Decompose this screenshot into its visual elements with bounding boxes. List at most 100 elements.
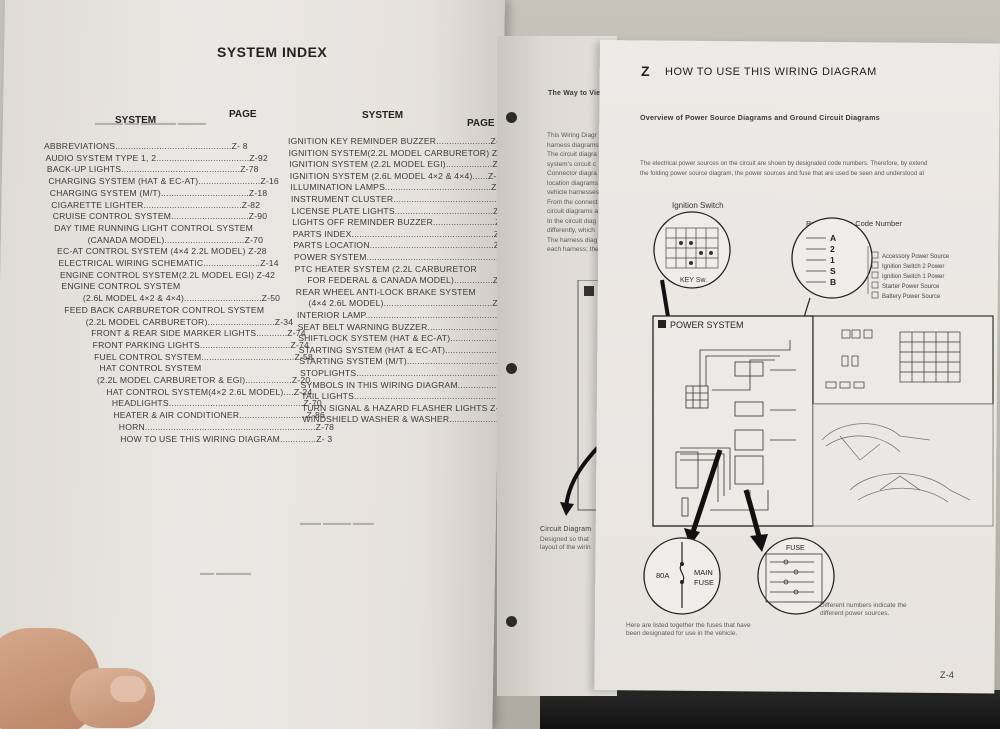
- index-entry: AUDIO SYSTEM TYPE 1, 2..................…: [45, 152, 268, 163]
- index-entry: ABBREVIATIONS...........................…: [44, 141, 248, 151]
- circuit-caption-line: layout of the wirin: [540, 544, 591, 551]
- left-page-content: SYSTEM INDEX SYSTEM PAGE SYSTEM PAGE ABB…: [44, 44, 533, 577]
- index-entry: TURN SIGNAL & HAZARD FLASHER LIGHTS Z-78: [301, 402, 509, 413]
- binding-hole: [506, 616, 517, 627]
- diff-note-line: different power sources.: [820, 610, 890, 617]
- power-system-box: [652, 315, 814, 527]
- index-entry: SEAT BELT WARNING BUZZER................…: [297, 321, 524, 332]
- index-entry: BACK-UP LIGHTS..........................…: [46, 164, 259, 175]
- bleed-through-text: ▬▬▬ ▬▬▬▬ ▬▬▬: [300, 520, 374, 527]
- ignition-switch-label: Ignition Switch: [672, 201, 724, 210]
- index-entry: HAT CONTROL SYSTEM: [99, 363, 202, 374]
- index-entry: (2.2L MODEL CARBURETOR & EGI)...........…: [97, 375, 311, 385]
- power-system-label: POWER SYSTEM: [670, 320, 744, 330]
- index-entry: FRONT PARKING LIGHTS....................…: [92, 339, 309, 350]
- index-entry: ILLUMINATION LAMPS......................…: [290, 182, 510, 193]
- main-fuse-circle: [643, 537, 721, 615]
- middle-text-line: From the connect: [547, 198, 598, 206]
- col2-header-system: SYSTEM: [362, 110, 404, 121]
- middle-text-line: The circuit diagra: [547, 151, 597, 158]
- power-source-code: B: [830, 277, 836, 287]
- power-source-code: A: [830, 233, 836, 243]
- index-entry: HEATER & AIR CONDITIONER................…: [113, 410, 326, 421]
- middle-text-line: circuit diagrams a: [547, 208, 598, 215]
- index-entry: DAY TIME RUNNING LIGHT CONTROL SYSTEM: [54, 222, 254, 233]
- circuit-diagram-caption: Circuit Diagram: [540, 526, 592, 533]
- middle-text-line: vehicle harnesses: [547, 189, 600, 196]
- index-entry: ELECTRICAL WIRING SCHEMATIC.............…: [58, 258, 279, 268]
- fuse-box-panel: [812, 315, 994, 405]
- circuit-caption-line: Designed so that: [540, 536, 589, 543]
- legend-item: Starter Power Source: [882, 284, 940, 290]
- index-entry: TAIL LIGHTS.............................…: [301, 391, 518, 402]
- middle-text-line: system's circuit c: [547, 160, 596, 168]
- index-entry: EC-AT CONTROL SYSTEM (4×4 2.2L MODEL) Z-…: [57, 246, 267, 257]
- main-fuse-label: MAIN: [694, 568, 713, 577]
- bleed-through-text: ▬▬▬▬▬ ▬▬: [200, 570, 251, 577]
- index-entry: WINDSHIELD WASHER & WASHER..............…: [302, 414, 533, 425]
- index-entry: PARTS LOCATION..........................…: [293, 240, 518, 251]
- intro-line: The electrical power sources on the circ…: [640, 160, 928, 167]
- index-entry: INSTRUMENT CLUSTER......................…: [291, 194, 516, 204]
- wiring-diagram-illustration: Ignition Switch KEY Sw. Power Source Cod…: [643, 201, 994, 615]
- middle-text-line: Connector diagra: [547, 170, 597, 177]
- middle-text-line: This Wiring Diagr: [547, 132, 597, 139]
- index-entry: IGNITION SYSTEM (2.2L MODEL EGI)........…: [289, 159, 511, 170]
- fuse-circle: [757, 537, 835, 615]
- bottom-note-line: been designated for use in the vehicle.: [626, 630, 738, 637]
- legend-item: Accessory Power Source: [882, 254, 950, 260]
- index-entry: FRONT & REAR SIDE MARKER LIGHTS.........…: [91, 328, 306, 339]
- legend-item: Battery Power Source: [882, 294, 941, 300]
- diff-note-line: Different numbers indicate the: [820, 602, 907, 609]
- middle-text-line: location diagrams: [547, 179, 598, 187]
- index-entry: POWER SYSTEM............................…: [294, 252, 518, 262]
- binding-hole: [506, 112, 517, 123]
- index-entry: (2.6L MODEL 4×2 & 4×4)..................…: [82, 293, 281, 304]
- index-entry: IGNITION SYSTEM(2.2L MODEL CARBURETOR) Z…: [288, 147, 511, 158]
- index-entry: FEED BACK CARBURETOR CONTROL SYSTEM: [64, 304, 265, 315]
- index-entry: SHIFTLOCK SYSTEM (HAT & EC-AT)..........…: [298, 333, 524, 344]
- index-entry: CIGARETTE LIGHTER.......................…: [51, 199, 261, 210]
- col1-header-page: PAGE: [229, 109, 257, 120]
- middle-text-line: each harness; the: [547, 246, 599, 253]
- index-entry: (2.2L MODEL CARBURETOR).................…: [85, 316, 294, 327]
- power-system-wiring: [675, 340, 796, 517]
- index-entry: (CANADA MODEL)..........................…: [87, 234, 264, 245]
- index-entry: STOPLIGHTS..............................…: [300, 368, 523, 378]
- thumbnail: [110, 676, 146, 702]
- index-entry: PARTS INDEX.............................…: [292, 228, 513, 239]
- index-entry: PTC HEATER SYSTEM (2.2L CARBURETOR: [294, 263, 477, 274]
- power-source-code: S: [830, 266, 836, 276]
- index-entry: REAR WHEEL ANTI-LOCK BRAKE SYSTEM: [295, 286, 476, 297]
- legend-item: Ignition Switch 2 Power: [882, 264, 944, 270]
- hand-holding-page: [0, 618, 160, 729]
- power-source-code: 1: [830, 255, 835, 265]
- power-source-legend: [867, 246, 879, 299]
- middle-heading: The Way to View: [548, 90, 606, 97]
- index-entry: LIGHTS OFF REMINDER BUZZER..............…: [292, 217, 514, 228]
- system-index-title: SYSTEM INDEX: [217, 44, 328, 60]
- index-entry: FUEL CONTROL SYSTEM.....................…: [94, 351, 313, 362]
- index-entry: CHARGING SYSTEM (HAT & EC-AT)...........…: [48, 176, 279, 187]
- binding-hole: [506, 363, 517, 374]
- index-entry: ENGINE CONTROL SYSTEM: [61, 281, 181, 292]
- index-entry: STARTING SYSTEM (HAT & EC-AT)...........…: [298, 344, 524, 355]
- legend-item: Ignition Switch 1 Power: [882, 274, 944, 280]
- index-entry: CHARGING SYSTEM (M/T)...................…: [49, 187, 268, 198]
- ignition-switch-circle: [653, 211, 731, 289]
- index-entry: HEADLIGHTS..............................…: [111, 398, 322, 409]
- index-entry: IGNITION KEY REMINDER BUZZER............…: [288, 136, 510, 146]
- right-page-title: HOW TO USE THIS WIRING DIAGRAM: [665, 66, 877, 78]
- middle-text-line: harness diagrams: [547, 141, 599, 149]
- main-fuse-label-2: FUSE: [694, 578, 714, 587]
- index-entry: ENGINE CONTROL SYSTEM(2.2L MODEL EGI) Z-…: [59, 269, 276, 280]
- index-entry: LICENSE PLATE LIGHTS....................…: [291, 205, 512, 216]
- key-sw-label: KEY Sw.: [680, 277, 707, 284]
- fuse-amp-label: 80A: [656, 571, 669, 580]
- index-entry: CRUISE CONTROL SYSTEM...................…: [52, 211, 268, 222]
- index-entry: SYMBOLS IN THIS WIRING DIAGRAM..........…: [300, 379, 529, 390]
- index-entry: (4×4 2.6L MODEL)........................…: [308, 298, 511, 309]
- power-source-code: 2: [830, 244, 835, 254]
